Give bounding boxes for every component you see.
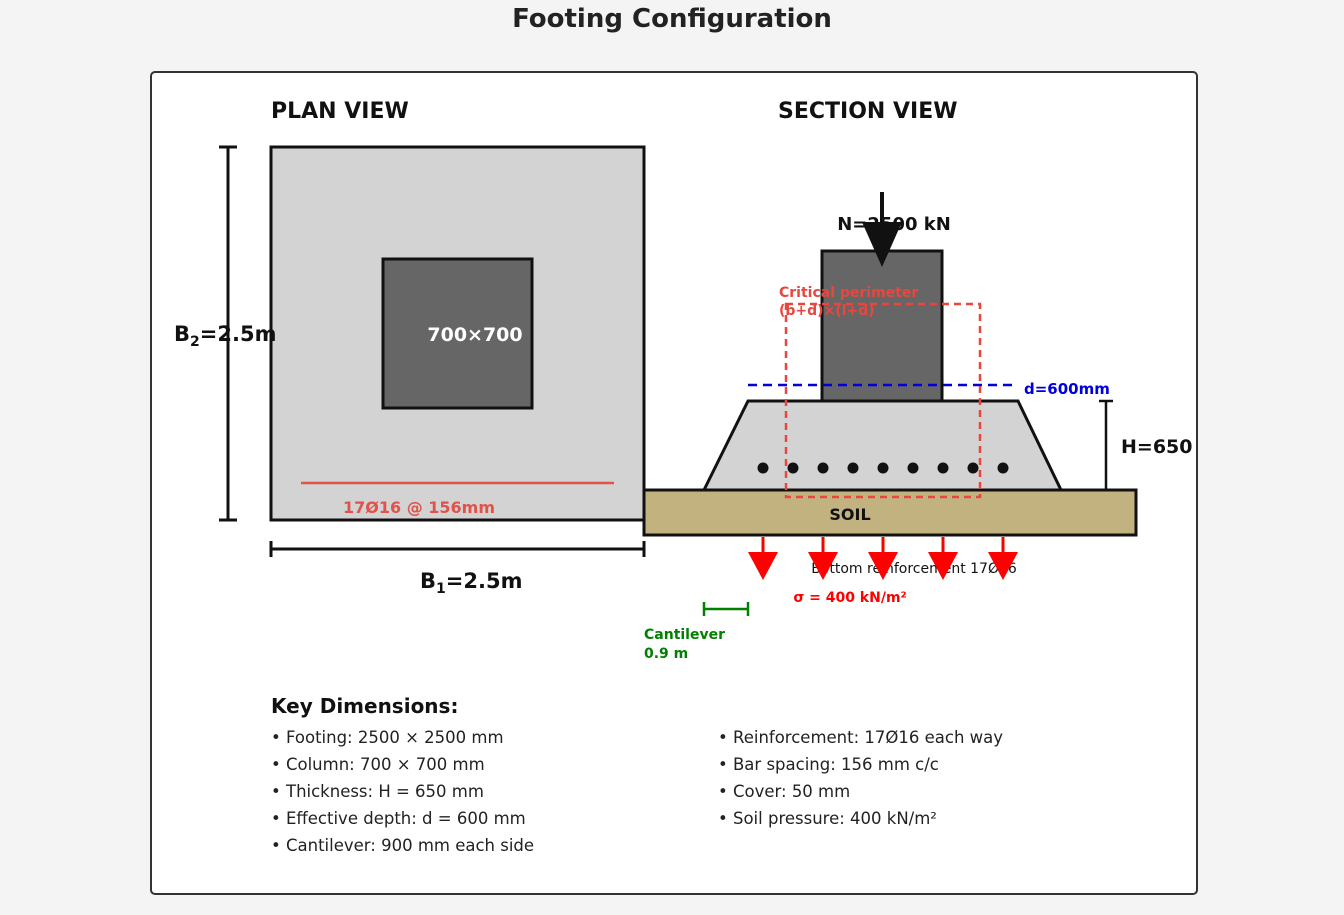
- rebar-dot: [817, 462, 829, 474]
- rebar-dot: [997, 462, 1009, 474]
- section-column: [820, 249, 944, 403]
- height-label: H=650mm: [1121, 436, 1232, 458]
- key-item-cover: Cover: 50 mm: [718, 778, 1003, 805]
- rebar-dot: [967, 462, 979, 474]
- pressure-arrow: [748, 537, 778, 580]
- key-item-bar-spacing: Bar spacing: 156 mm c/c: [718, 751, 1003, 778]
- plan-rebar-label: 17Ø16 @ 156mm: [343, 498, 495, 517]
- rebar-dot: [757, 462, 769, 474]
- rebar-dot: [877, 462, 889, 474]
- cantilever-label: Cantilever: [644, 627, 725, 643]
- key-item-soil-pressure: Soil pressure: 400 kN/m²: [718, 805, 1003, 832]
- key-dimensions-title: Key Dimensions:: [271, 694, 459, 718]
- cantilever-value: 0.9 m: [644, 646, 688, 662]
- pressure-arrow: [808, 537, 838, 580]
- key-dimensions-right-list: Reinforcement: 17Ø16 each way Bar spacin…: [718, 724, 1003, 832]
- pressure-arrow: [928, 537, 958, 580]
- rebar-dots: [757, 462, 1009, 474]
- load-arrow: [862, 192, 902, 267]
- pressure-arrow: [988, 537, 1018, 580]
- pressure-arrow: [868, 537, 898, 580]
- soil-label: SOIL: [829, 505, 870, 524]
- section-view-heading: SECTION VIEW: [778, 99, 958, 124]
- soil-layer: [642, 488, 1138, 537]
- critical-perimeter: [784, 302, 982, 499]
- plan-column-label: 700×700: [427, 324, 522, 346]
- key-item-effective-depth: Effective depth: d = 600 mm: [271, 805, 534, 832]
- key-item-cantilever: Cantilever: 900 mm each side: [271, 832, 534, 859]
- effective-depth-label: d=600mm: [1024, 380, 1110, 398]
- rebar-dot: [937, 462, 949, 474]
- key-item-thickness: Thickness: H = 650 mm: [271, 778, 534, 805]
- key-item-reinforcement: Reinforcement: 17Ø16 each way: [718, 724, 1003, 751]
- rebar-dot: [787, 462, 799, 474]
- plan-column: [381, 257, 534, 410]
- section-footing: [701, 399, 1064, 492]
- dim-b2-label: B2=2.5m: [174, 322, 276, 350]
- rebar-dot: [907, 462, 919, 474]
- key-dimensions-left-list: Footing: 2500 × 2500 mm Column: 700 × 70…: [271, 724, 534, 859]
- page-title: Footing Configuration: [512, 4, 832, 34]
- bottom-reinforcement-label: Bottom reinforcement 17Ø16: [811, 561, 1017, 577]
- critical-perimeter-label: Critical perimeter: [779, 285, 918, 301]
- soil-pressure-arrows: [748, 537, 1018, 580]
- dim-b1-label: B1=2.5m: [420, 569, 522, 597]
- critical-perimeter-formula: (b+d)×(l+d): [779, 303, 875, 319]
- key-item-column: Column: 700 × 700 mm: [271, 751, 534, 778]
- key-item-footing: Footing: 2500 × 2500 mm: [271, 724, 534, 751]
- rebar-dot: [847, 462, 859, 474]
- soil-pressure-label: σ = 400 kN/m²: [793, 590, 906, 606]
- plan-view-heading: PLAN VIEW: [271, 99, 409, 124]
